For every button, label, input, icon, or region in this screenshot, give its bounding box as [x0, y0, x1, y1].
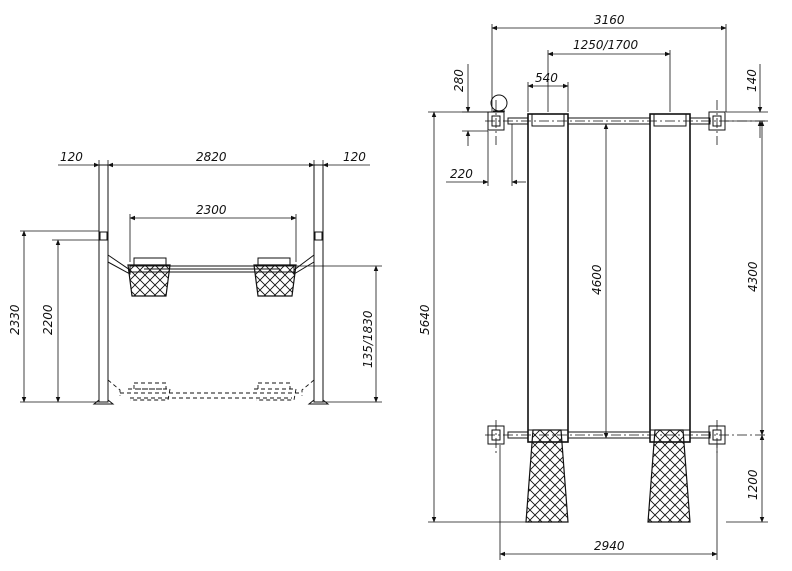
front-top-dimensions: 120 2820 120 2300: [58, 150, 370, 262]
runways: [527, 113, 691, 443]
top-view-bottom-dimensions: 2940: [499, 445, 718, 560]
top-view-right-dimensions: 4300 1200: [726, 120, 768, 523]
dim-runway-width: 540: [535, 71, 558, 85]
dim-overall-width: 3160: [594, 13, 625, 27]
crossbars: [507, 117, 711, 439]
front-right-dimensions: 135/1830: [294, 265, 382, 403]
raised-carriage: [107, 254, 315, 297]
top-view: 3160 1250/1700 540 280 140 220: [418, 13, 768, 560]
lowered-carriage: [107, 379, 315, 401]
power-unit: [490, 94, 508, 112]
left-post: [92, 164, 115, 405]
dim-post-width-right: 120: [343, 150, 366, 164]
dim-base-width: 2940: [594, 539, 625, 553]
ramps: [525, 429, 691, 523]
dim-post-width-left: 120: [60, 150, 83, 164]
dim-lift-range: 135/1830: [361, 310, 375, 368]
dim-total-height: 2330: [8, 304, 22, 335]
dim-ramp-length: 1200: [746, 469, 760, 500]
top-view-left-dimensions: 5640: [418, 111, 528, 523]
dim-post-offset: 140: [745, 69, 759, 92]
top-view-upper-dimensions: 3160 1250/1700 540 280 140 220: [446, 13, 768, 186]
dim-pad-spacing: 2300: [196, 203, 227, 217]
dim-total-length: 5640: [418, 304, 432, 335]
dim-runway-length: 4600: [590, 264, 604, 295]
right-post: [307, 164, 330, 405]
centerlines: [485, 100, 765, 455]
top-view-middle-dimensions: 4600: [590, 123, 609, 439]
front-view: 120 2820 120 2300 2330 2200 135/1830: [8, 150, 382, 405]
dim-post-depth: 220: [450, 167, 473, 181]
dim-runway-spacing: 1250/1700: [573, 38, 638, 52]
dim-post-spacing: 4300: [746, 261, 760, 292]
dim-control-box: 280: [452, 69, 466, 92]
front-left-dimensions: 2330 2200: [8, 230, 99, 403]
dim-clear-height: 2200: [41, 304, 55, 335]
dim-between-posts: 2820: [196, 150, 227, 164]
